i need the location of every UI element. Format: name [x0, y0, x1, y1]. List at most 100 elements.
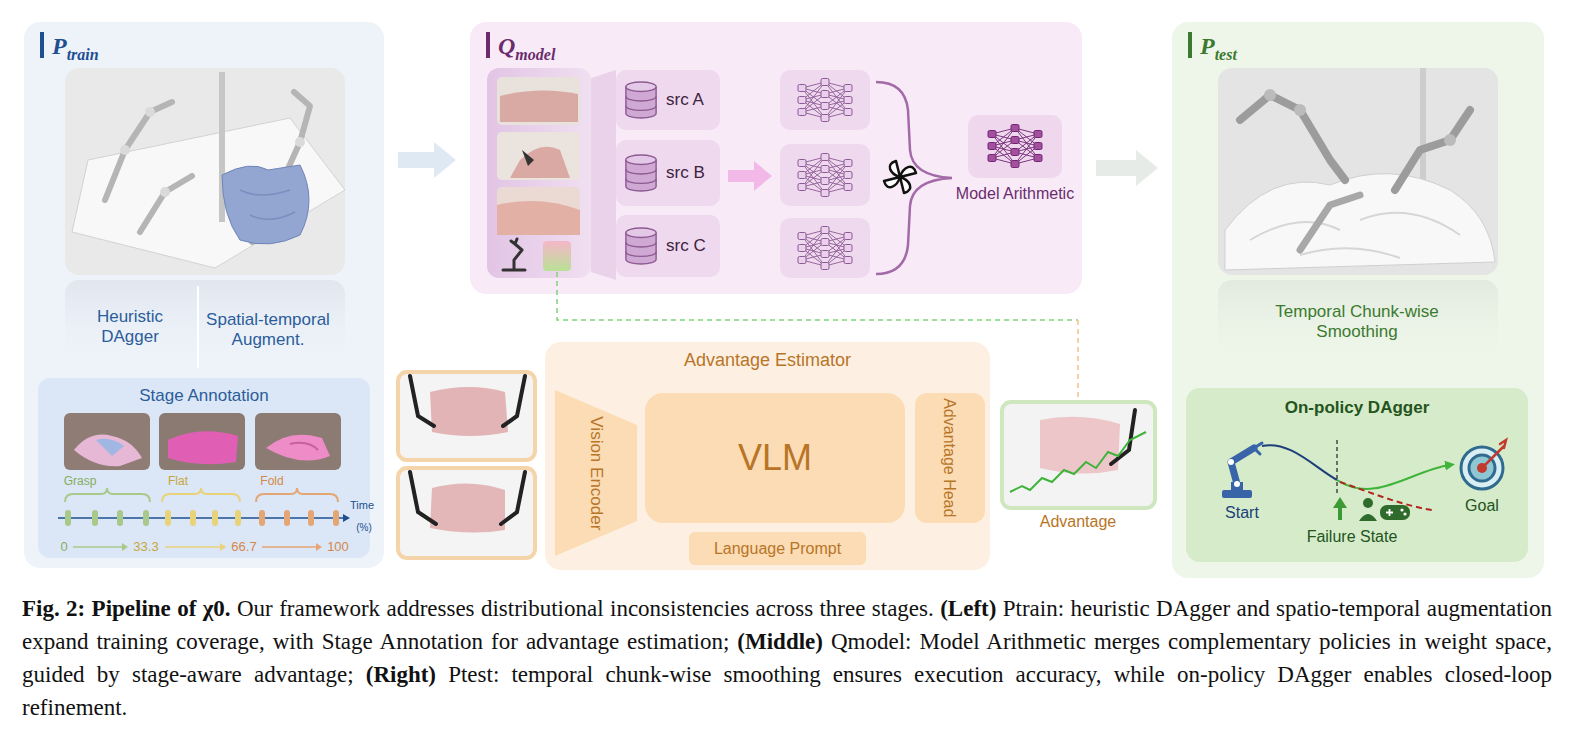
node-label: Advantage Estimator — [684, 350, 851, 372]
dagger-sketch-part — [1359, 514, 1377, 521]
label-slot: Temporal Chunk-wise Smoothing — [1252, 302, 1462, 343]
model-inputs-part — [500, 90, 578, 122]
dagger-sketch-part — [1262, 445, 1337, 480]
figure-label: Advantage — [1018, 512, 1138, 531]
panel-title: Qmodel — [486, 32, 555, 58]
dagger-sketch-part — [1228, 459, 1234, 465]
panel-title: Ptrain — [40, 32, 99, 58]
caption-run: (Left) — [940, 596, 996, 621]
model-inputs-part — [497, 187, 580, 235]
node-label: Advantage Head — [941, 398, 959, 517]
estimator-inputs-part — [398, 468, 535, 558]
stage-braces-part — [162, 488, 240, 502]
timeline-axis-part — [343, 514, 350, 522]
policy-networks-part — [798, 79, 852, 122]
node-label: src B — [666, 163, 705, 183]
advantage-image-part — [1002, 402, 1155, 508]
percent-arrows-part — [165, 546, 220, 548]
stage-thumbnails-part — [168, 431, 238, 464]
merged-network-icon — [988, 125, 1042, 168]
stage-thumbnails-part — [290, 443, 318, 450]
model-inputs-part — [503, 239, 525, 270]
merge-bracket — [876, 82, 952, 274]
timeline-axis-part — [284, 510, 290, 526]
title-subscript: model — [515, 47, 555, 63]
estimator-inputs-part — [398, 372, 535, 460]
test-robot-photo-part — [1218, 68, 1498, 275]
timeline-axis-part — [58, 517, 343, 519]
timeline-axis-part — [165, 510, 171, 526]
caption-run: (Right) — [366, 662, 436, 687]
trapezoid-fill — [555, 390, 637, 556]
train-robot-photo-part — [295, 137, 305, 147]
node-label: VLM — [738, 438, 812, 478]
label-slot: Start — [1212, 503, 1272, 522]
node-label: src A — [666, 90, 704, 110]
dagger-sketch-part — [1231, 448, 1254, 484]
test-robot-photo — [1218, 68, 1498, 275]
dagger-sketch-part — [1337, 465, 1450, 489]
reflection-divider — [197, 286, 199, 368]
figure-label: (%) — [349, 522, 379, 534]
label-slot: Fold — [252, 474, 292, 488]
dagger-sketch-part — [1403, 512, 1406, 515]
model-inputs-part — [497, 132, 580, 180]
title-bar — [1188, 32, 1192, 58]
figure-label: Flat — [158, 474, 198, 488]
train-robot-photo-part — [160, 187, 170, 197]
pinwheel-icon-part — [900, 177, 910, 193]
stage-braces-part — [65, 488, 150, 502]
pinwheel-icon-part — [884, 177, 900, 187]
dagger-sketch-part — [1338, 507, 1342, 520]
test-robot-photo-part — [1294, 104, 1306, 116]
node-label: src C — [666, 236, 706, 256]
caption-run: Our framework addresses distributional i… — [231, 596, 941, 621]
train-robot-photo-part — [72, 118, 345, 268]
title-subscript: test — [1215, 47, 1237, 63]
model-inputs-part — [522, 150, 534, 166]
label-slot: Flat — [158, 474, 198, 488]
model-inputs-part — [510, 147, 570, 178]
test-robot-photo-part — [1444, 134, 1456, 146]
timeline-axis-part — [65, 510, 71, 526]
timeline-axis — [58, 510, 350, 526]
policy-networks-part — [780, 218, 870, 278]
title-letter: P — [1200, 34, 1215, 58]
dagger-sketch-part — [1380, 505, 1410, 520]
title-subscript: train — [67, 47, 99, 63]
pinwheel-icon-part — [890, 161, 900, 177]
title-letter: P — [52, 34, 67, 58]
model-inputs-part — [487, 68, 591, 278]
policy-networks-part — [798, 227, 852, 270]
node-label: On-policy DAgger — [1285, 398, 1430, 418]
policy-networks — [780, 70, 870, 278]
source-arrow — [728, 161, 772, 191]
estimator-panel: Advantage EstimatorVision EncoderVLMAdva… — [545, 342, 990, 570]
label-slot: Grasp — [55, 474, 105, 488]
policy-networks-part — [780, 144, 870, 206]
title-bar — [486, 32, 490, 58]
label-slot: 33.3 — [126, 539, 166, 555]
prompt-box: Language Prompt — [689, 532, 866, 565]
stage-thumbnails-part — [74, 435, 142, 467]
train-robot-photo-part — [105, 102, 172, 200]
pinwheel-icon — [884, 161, 916, 193]
model-inputs-part — [543, 241, 571, 271]
stage-arrow — [398, 152, 434, 168]
photo-reflection — [1218, 280, 1498, 372]
dagger-sketch-part — [1484, 440, 1506, 466]
advantage-image — [1002, 402, 1155, 508]
dagger-sketch-part — [1400, 508, 1403, 511]
label-slot: Failure State — [1292, 527, 1412, 546]
node-label: Model Arithmetic — [950, 184, 1080, 203]
figure-caption: Fig. 2: Pipeline of χ0. Our framework ad… — [22, 592, 1552, 724]
timeline-axis-part — [143, 510, 149, 526]
caption-run: (Middle) — [737, 629, 823, 654]
percent-arrows — [73, 543, 322, 551]
label-slot: Spatial-temporal Augment. — [193, 310, 343, 351]
caption-run: Fig. 2: Pipeline of χ0. — [22, 596, 231, 621]
advantage-image-part — [1111, 410, 1135, 464]
database-icons-part — [626, 228, 656, 264]
timeline-axis-part — [333, 510, 339, 526]
timeline-axis-part — [308, 510, 314, 526]
